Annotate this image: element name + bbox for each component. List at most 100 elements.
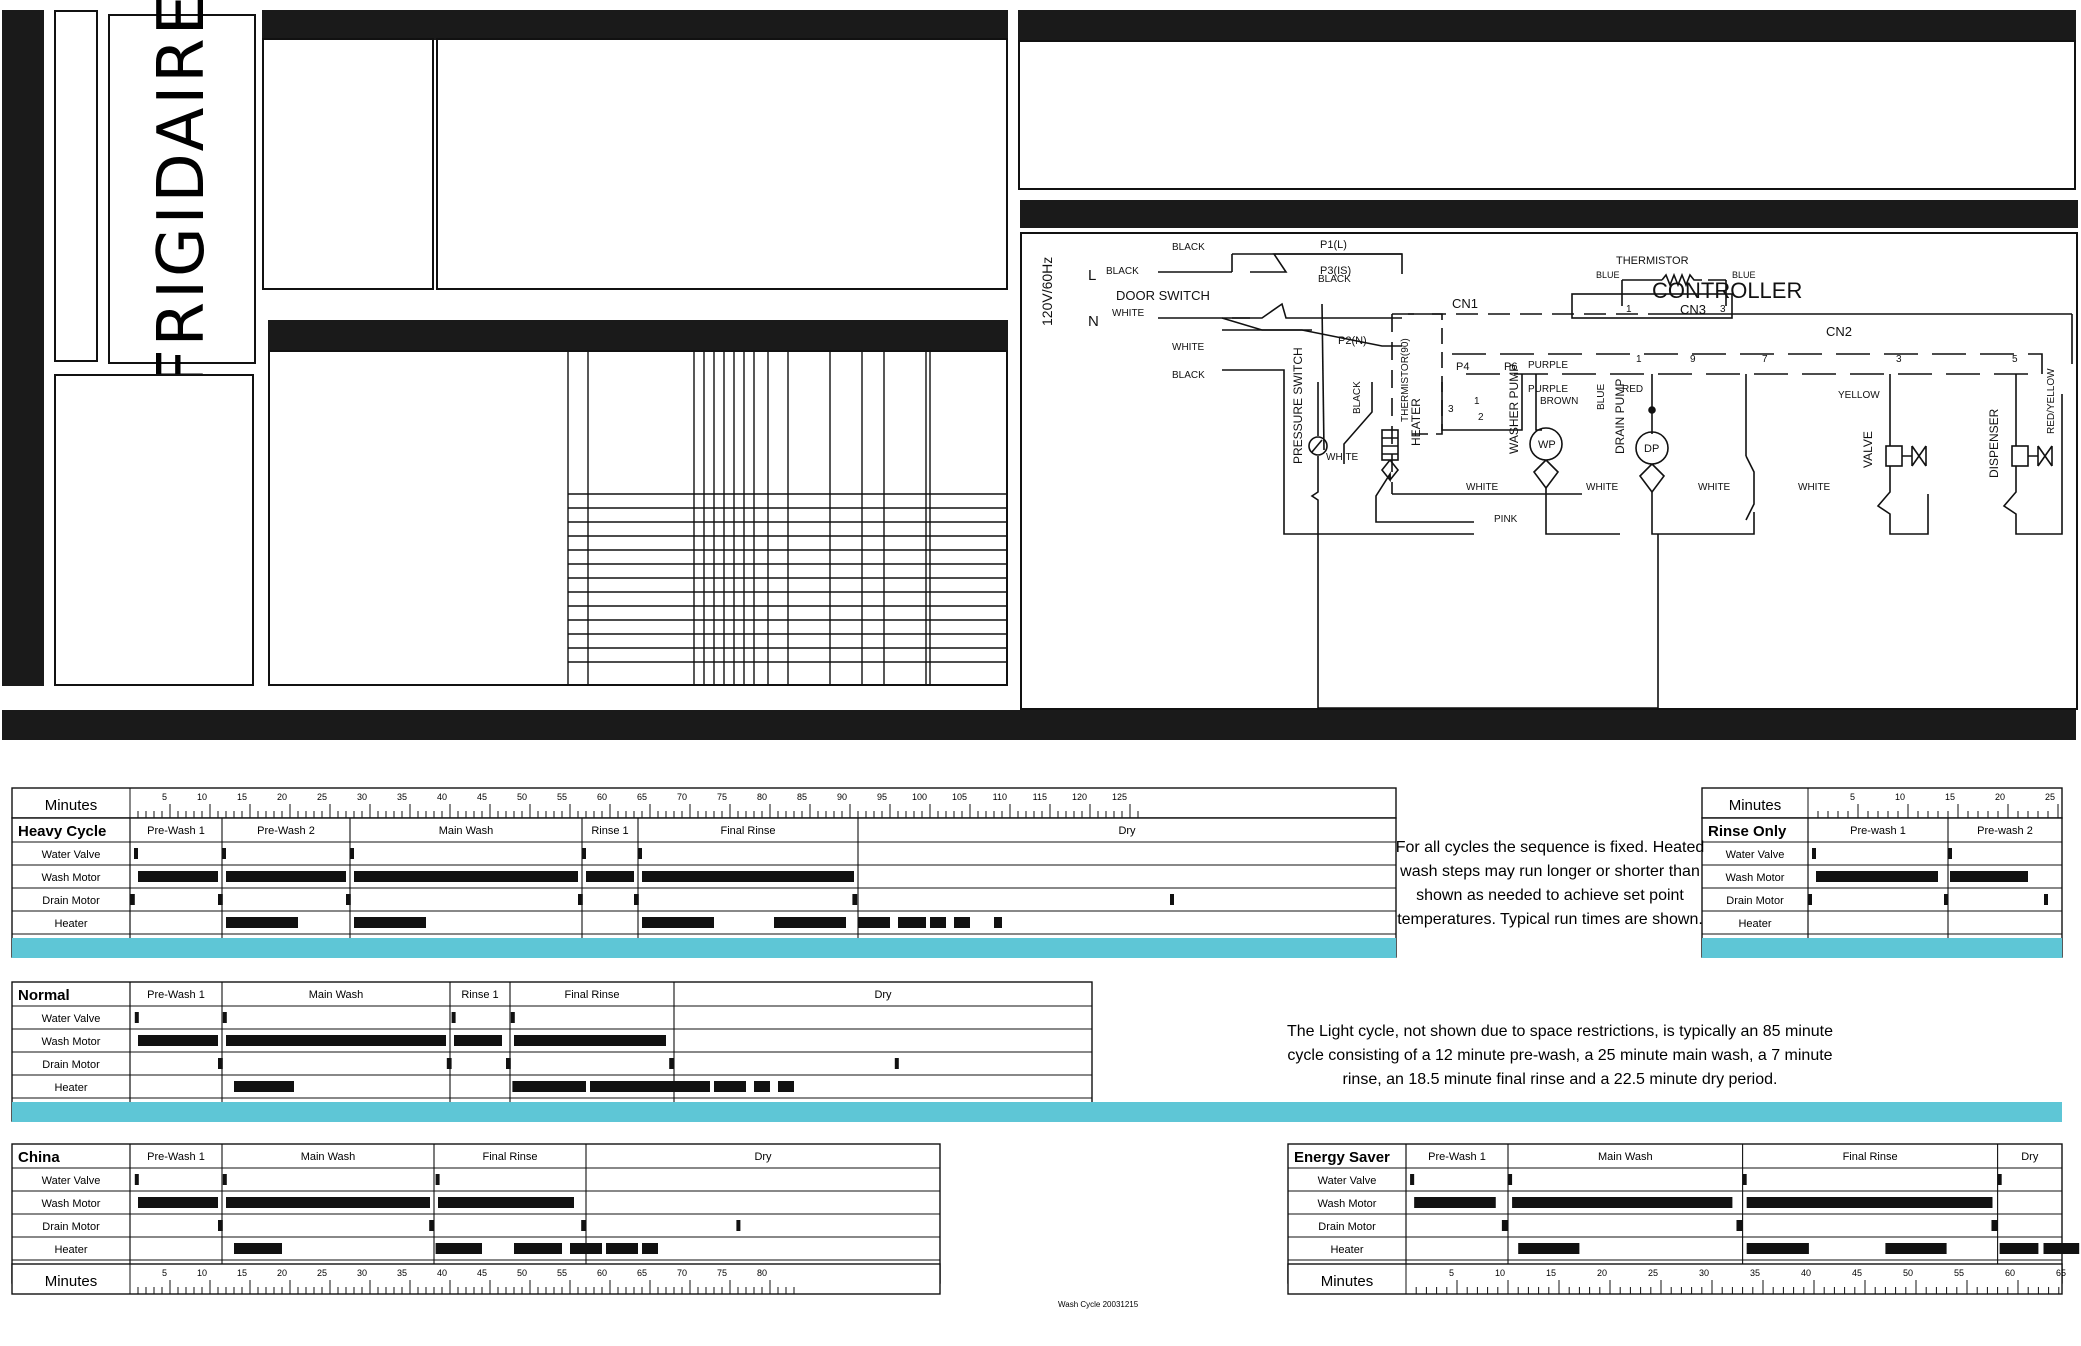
row-label-0: Water Valve [42,1013,101,1025]
axis-tick-label: 90 [837,792,847,802]
signal-bar [634,894,639,905]
svg-text:THERMISTOR(90): THERMISTOR(90) [1400,338,1411,422]
signal-bar [954,917,970,928]
axis-tick-label: 10 [1495,1268,1505,1278]
svg-text:3: 3 [1448,404,1454,415]
phase-label: Pre-Wash 1 [147,989,205,1001]
axis-tick-label: 15 [1546,1268,1556,1278]
svg-text:1: 1 [1474,396,1480,407]
axis-tick-label: 5 [162,1268,167,1278]
brand-logo: FRIGIDAIRE [108,0,256,386]
phase-label: Final Rinse [564,989,619,1001]
svg-text:5: 5 [2012,354,2018,365]
signal-bar [506,1058,511,1069]
info-cell-right [436,38,1008,290]
signal-bar [510,1012,515,1023]
signal-bar [1816,871,1938,882]
schematic-header [1020,200,2078,228]
svg-text:BLACK: BLACK [1352,381,1363,414]
signal-bar [138,871,218,882]
svg-text:N: N [1088,313,1099,330]
axis-tick-label: 20 [1597,1268,1607,1278]
phase-label: Rinse 1 [461,989,498,1001]
signal-bar [226,917,298,928]
axis-tick-label: 85 [797,792,807,802]
note-light-cycle: The Light cycle, not shown due to space … [1286,1023,1834,1088]
row-label-1: Wash Motor [42,872,101,884]
signal-bar [590,1081,682,1092]
svg-text:P4: P4 [1456,361,1469,373]
cycle-name: Normal [18,987,70,1004]
signal-bar [586,871,634,882]
svg-text:WHITE: WHITE [1586,482,1619,493]
axis-tick-label: 35 [397,792,407,802]
phase-label: Main Wash [301,1151,356,1163]
svg-text:WHITE: WHITE [1698,482,1731,493]
svg-text:PRESSURE SWITCH: PRESSURE SWITCH [1291,347,1305,464]
signal-bar [1991,1220,1998,1231]
axis-tick-label: 5 [1850,792,1855,802]
signal-bar [1742,1174,1747,1185]
axis-tick-label: 50 [517,792,527,802]
signal-bar [454,1035,502,1046]
axis-tick-label: 125 [1112,792,1127,802]
signal-bar [451,1012,456,1023]
svg-text:DISPENSER: DISPENSER [1987,408,2001,478]
signal-bar [226,871,346,882]
signal-bar [226,1197,430,1208]
signal-bar [218,1058,223,1069]
axis-tick-label: 10 [1895,792,1905,802]
svg-text:BLACK: BLACK [1172,242,1205,253]
signal-bar [435,1243,482,1254]
signal-bar [222,1012,227,1023]
axis-tick-label: 110 [993,792,1007,802]
svg-text:BLACK: BLACK [1318,274,1351,285]
svg-text:1: 1 [1626,304,1632,315]
axis-tick-label: 45 [477,1268,487,1278]
axis-tick-label: 25 [317,792,327,802]
svg-text:WHITE: WHITE [1112,308,1145,319]
signal-bar [1414,1197,1496,1208]
svg-text:BROWN: BROWN [1540,396,1578,407]
row-label-3: Heater [54,1082,87,1094]
signal-bar [642,917,714,928]
signal-bar [898,917,926,928]
svg-text:P6: P6 [1504,361,1517,373]
axis-tick-label: 70 [677,1268,687,1278]
axis-tick-label: 20 [277,792,287,802]
signal-bar [1736,1220,1743,1231]
svg-text:120V/60Hz: 120V/60Hz [1039,257,1055,326]
axis-tick-label: 60 [597,1268,607,1278]
row-label-2: Drain Motor [1726,895,1784,907]
signal-bar [218,1220,223,1231]
signal-bar [134,1012,139,1023]
signal-bar [130,894,135,905]
signal-bar [1885,1243,1947,1254]
axis-tick-label: 35 [397,1268,407,1278]
signal-bar [138,1035,218,1046]
signal-bar [1518,1243,1580,1254]
axis-label: Minutes [1321,1273,1374,1290]
row-label-1: Wash Motor [42,1036,101,1048]
svg-text:RED/YELLOW: RED/YELLOW [2046,368,2057,434]
phase-label: Final Rinse [720,825,775,837]
row-label-3: Heater [54,1244,87,1256]
cycle-name: China [18,1149,60,1166]
separator-band [12,1102,2062,1122]
signal-bar [930,917,946,928]
axis-label: Minutes [45,1273,98,1290]
svg-text:WHITE: WHITE [1798,482,1831,493]
signal-bar [350,848,354,859]
row-label-1: Wash Motor [1318,1198,1377,1210]
signal-bar [512,1081,586,1092]
axis-tick-label: 75 [717,792,727,802]
svg-text:WASHER PUMP: WASHER PUMP [1507,364,1521,454]
axis-tick-label: 15 [237,1268,247,1278]
svg-text:PURPLE: PURPLE [1528,384,1568,395]
thermistor-symbol [1661,272,1702,288]
signal-bar [858,917,890,928]
